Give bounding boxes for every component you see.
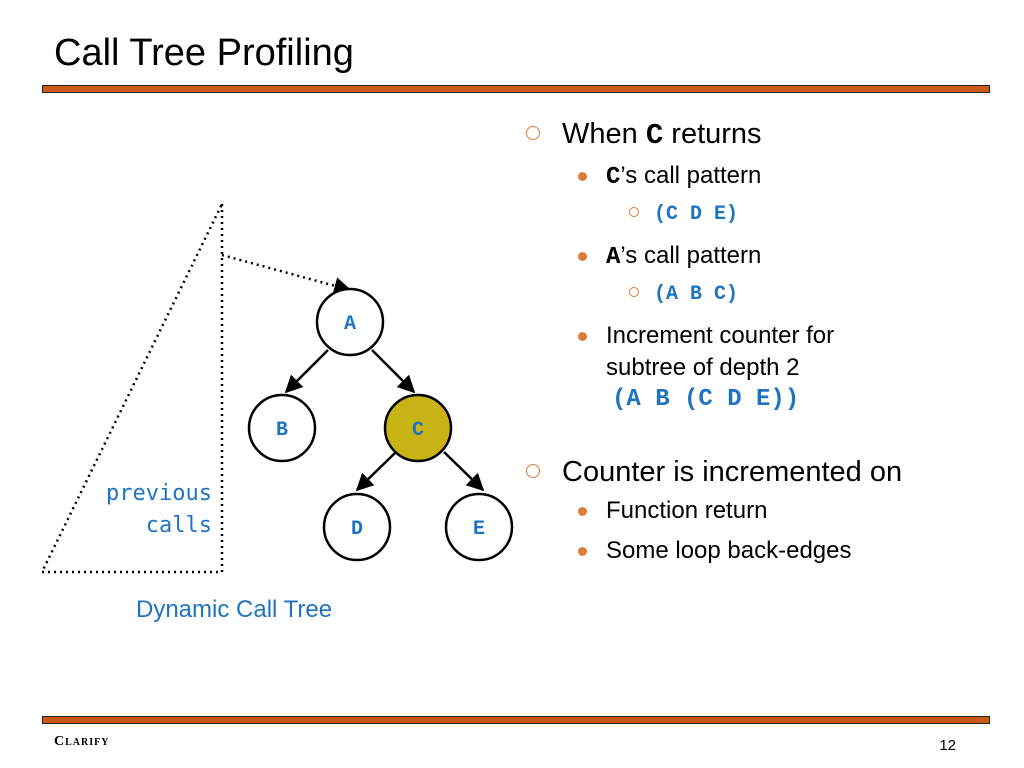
node-a	[315, 287, 385, 357]
a-pattern-text: ’s call pattern	[620, 242, 762, 269]
increment-line1: Increment counter for	[606, 322, 835, 349]
node-e-label: E	[473, 518, 485, 541]
hollow-circle-bullet-icon	[629, 207, 639, 217]
dot-bullet-icon	[578, 252, 587, 261]
bottom-rule	[42, 716, 990, 724]
bullet-function-return: Function return	[520, 495, 1000, 527]
footer-brand: Clarify	[54, 734, 110, 749]
dot-bullet-icon	[578, 507, 587, 516]
node-b	[247, 393, 317, 463]
hollow-circle-bullet-icon	[526, 464, 540, 478]
node-d-label: D	[351, 518, 363, 541]
dot-bullet-icon	[578, 332, 587, 341]
c-pattern-value: (C D E)	[654, 203, 739, 226]
node-b-label: B	[276, 419, 288, 442]
hollow-circle-bullet-icon	[629, 287, 639, 297]
previous-calls-arrow	[221, 253, 352, 295]
top-rule	[42, 85, 990, 93]
increment-value: (A B (C D E))	[612, 386, 800, 413]
previous-calls-triangle	[39, 203, 224, 574]
hollow-circle-bullet-icon	[526, 126, 540, 140]
slide-title: Call Tree Profiling	[54, 32, 354, 74]
c-pattern-text: ’s call pattern	[620, 162, 762, 189]
node-c	[383, 393, 453, 463]
counter-heading: Counter is incremented on	[562, 456, 903, 488]
edge-a-b	[284, 349, 329, 394]
node-a-label: A	[344, 313, 356, 336]
node-c-label: C	[412, 419, 424, 442]
bullet-a-pattern-value: (A B C)	[520, 278, 1000, 310]
c-pattern-code: C	[606, 164, 621, 191]
bullet-when-c-returns: When C returns	[520, 118, 1000, 152]
counter-item2: Some loop back-edges	[606, 537, 852, 564]
when-suffix: returns	[671, 118, 762, 150]
bullet-list: When C returns C’s call pattern (C D E) …	[520, 118, 1000, 567]
increment-line2: subtree of depth 2	[606, 354, 800, 381]
when-prefix: When	[562, 118, 638, 150]
previous-calls-label: previous calls	[106, 478, 212, 542]
bullet-increment: Increment counter for subtree of depth 2…	[520, 320, 1000, 416]
previous-calls-line1: previous	[106, 481, 212, 506]
dot-bullet-icon	[578, 172, 587, 181]
edge-a-c	[371, 349, 416, 394]
bullet-counter-incremented: Counter is incremented on	[520, 456, 1000, 489]
bullet-c-pattern-value: (C D E)	[520, 198, 1000, 230]
bullet-loop-back-edges: Some loop back-edges	[520, 535, 1000, 567]
node-d	[322, 492, 392, 562]
a-pattern-value: (A B C)	[654, 283, 739, 306]
diagram-caption: Dynamic Call Tree	[136, 596, 333, 623]
edge-c-e	[443, 451, 485, 492]
edge-c-d	[355, 451, 397, 492]
when-code: C	[645, 119, 664, 152]
counter-item1: Function return	[606, 497, 768, 524]
node-e	[444, 492, 514, 562]
dot-bullet-icon	[578, 547, 587, 556]
bullet-a-pattern: A’s call pattern	[520, 240, 1000, 274]
previous-calls-line2: calls	[145, 513, 212, 538]
a-pattern-code: A	[606, 244, 621, 271]
page-number: 12	[939, 737, 956, 754]
bullet-c-pattern: C’s call pattern	[520, 160, 1000, 194]
